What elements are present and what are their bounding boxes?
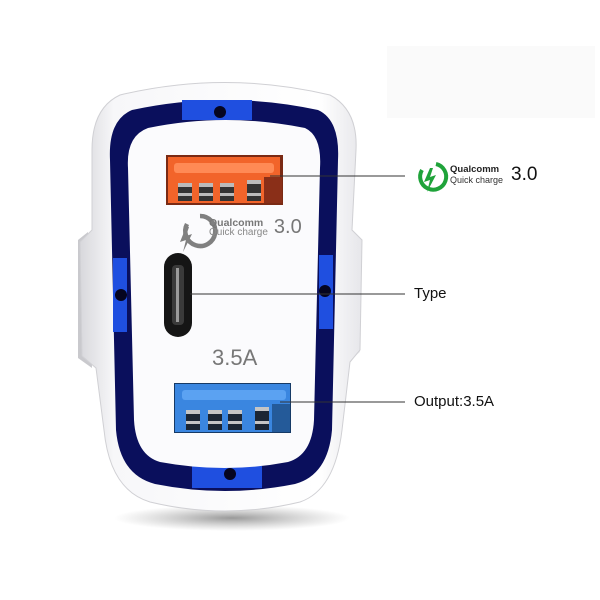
ring-dot-bottom (224, 468, 236, 480)
device-amperage-label: 3.5A (212, 345, 258, 370)
callout-qc-version: 3.0 (511, 164, 538, 185)
callout-qc-subtitle: Quick charge (450, 175, 504, 185)
device-qc-icon (180, 213, 218, 252)
callout-qc-badge: Qualcomm Quick charge 3.0 (446, 164, 537, 186)
background-panel (387, 46, 595, 118)
ring-dot-top (214, 106, 226, 118)
usb-port-qc (166, 155, 283, 205)
callout-output-label: Output:3.5A (414, 393, 495, 410)
callout-qc-brand: Qualcomm (450, 164, 500, 175)
qc-lightning-icon (418, 162, 449, 192)
ring-dot-left (115, 289, 127, 301)
device-qc-version: 3.0 (273, 216, 302, 238)
ring-dot-right (319, 285, 331, 297)
device-qc-subtitle: Quick charge (209, 226, 268, 238)
callout-type-label: Type (414, 285, 447, 302)
drop-shadow (114, 505, 350, 531)
usb-c-port (164, 253, 192, 337)
device-qc-logo: Qualcomm Quick charge 3.0 (205, 216, 302, 239)
usb-port-3-5a (174, 383, 291, 433)
device-qc-brand: Qualcomm (209, 216, 264, 229)
